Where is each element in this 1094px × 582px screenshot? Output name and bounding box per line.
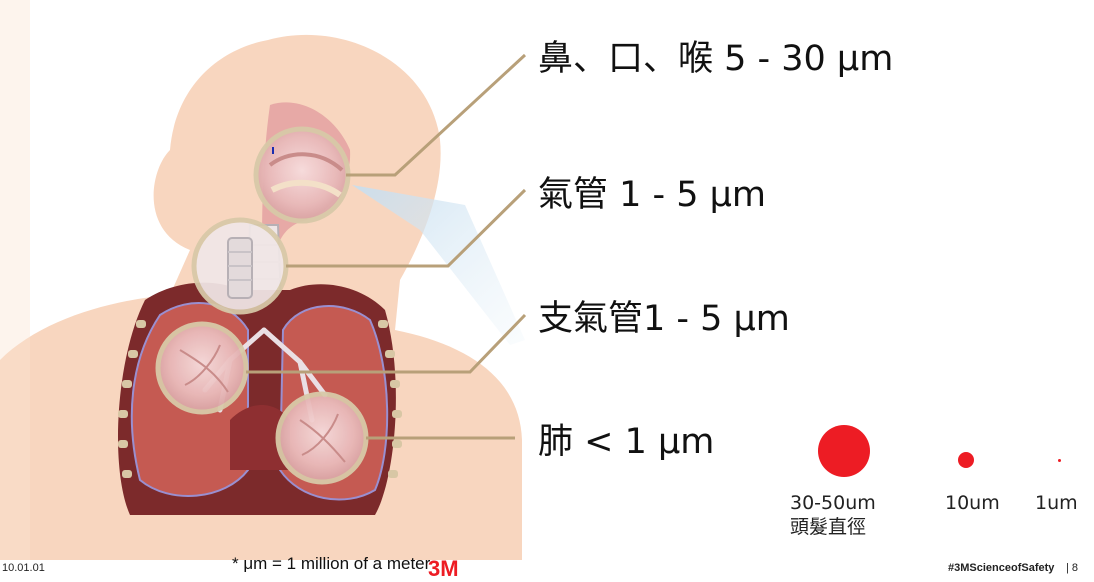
footer-hashtag: #3MScienceofSafety [948, 562, 1054, 574]
footnote-micrometer: * μm = 1 million of a meter [232, 554, 430, 574]
magnifier-trachea [194, 220, 286, 312]
footer-page-number: | 8 [1066, 562, 1078, 574]
brand-logo: 3M [428, 556, 459, 582]
particle-dot-small [1058, 459, 1061, 462]
footer-left-note: 10.01.01 [2, 562, 45, 574]
legend-label-large: 30-50um [790, 492, 876, 516]
label-trachea: 氣管 1 - 5 μm [538, 178, 766, 213]
magnifier-lung [278, 394, 366, 482]
legend-label-medium: 10um [945, 492, 1000, 516]
particle-dot-medium [958, 452, 974, 468]
magnifier-nose [256, 129, 348, 221]
label-lungs: 肺 < 1 μm [538, 425, 714, 460]
label-nose-mouth-throat: 鼻、口、喉 5 - 30 μm [538, 42, 893, 77]
legend-label-small: 1um [1035, 492, 1078, 516]
magnifier-bronchi [158, 324, 246, 412]
particle-dot-large [818, 425, 870, 477]
marker [272, 147, 274, 154]
label-bronchi: 支氣管1 - 5 μm [538, 302, 790, 337]
legend-sublabel-large: 頭髮直徑 [790, 516, 866, 540]
